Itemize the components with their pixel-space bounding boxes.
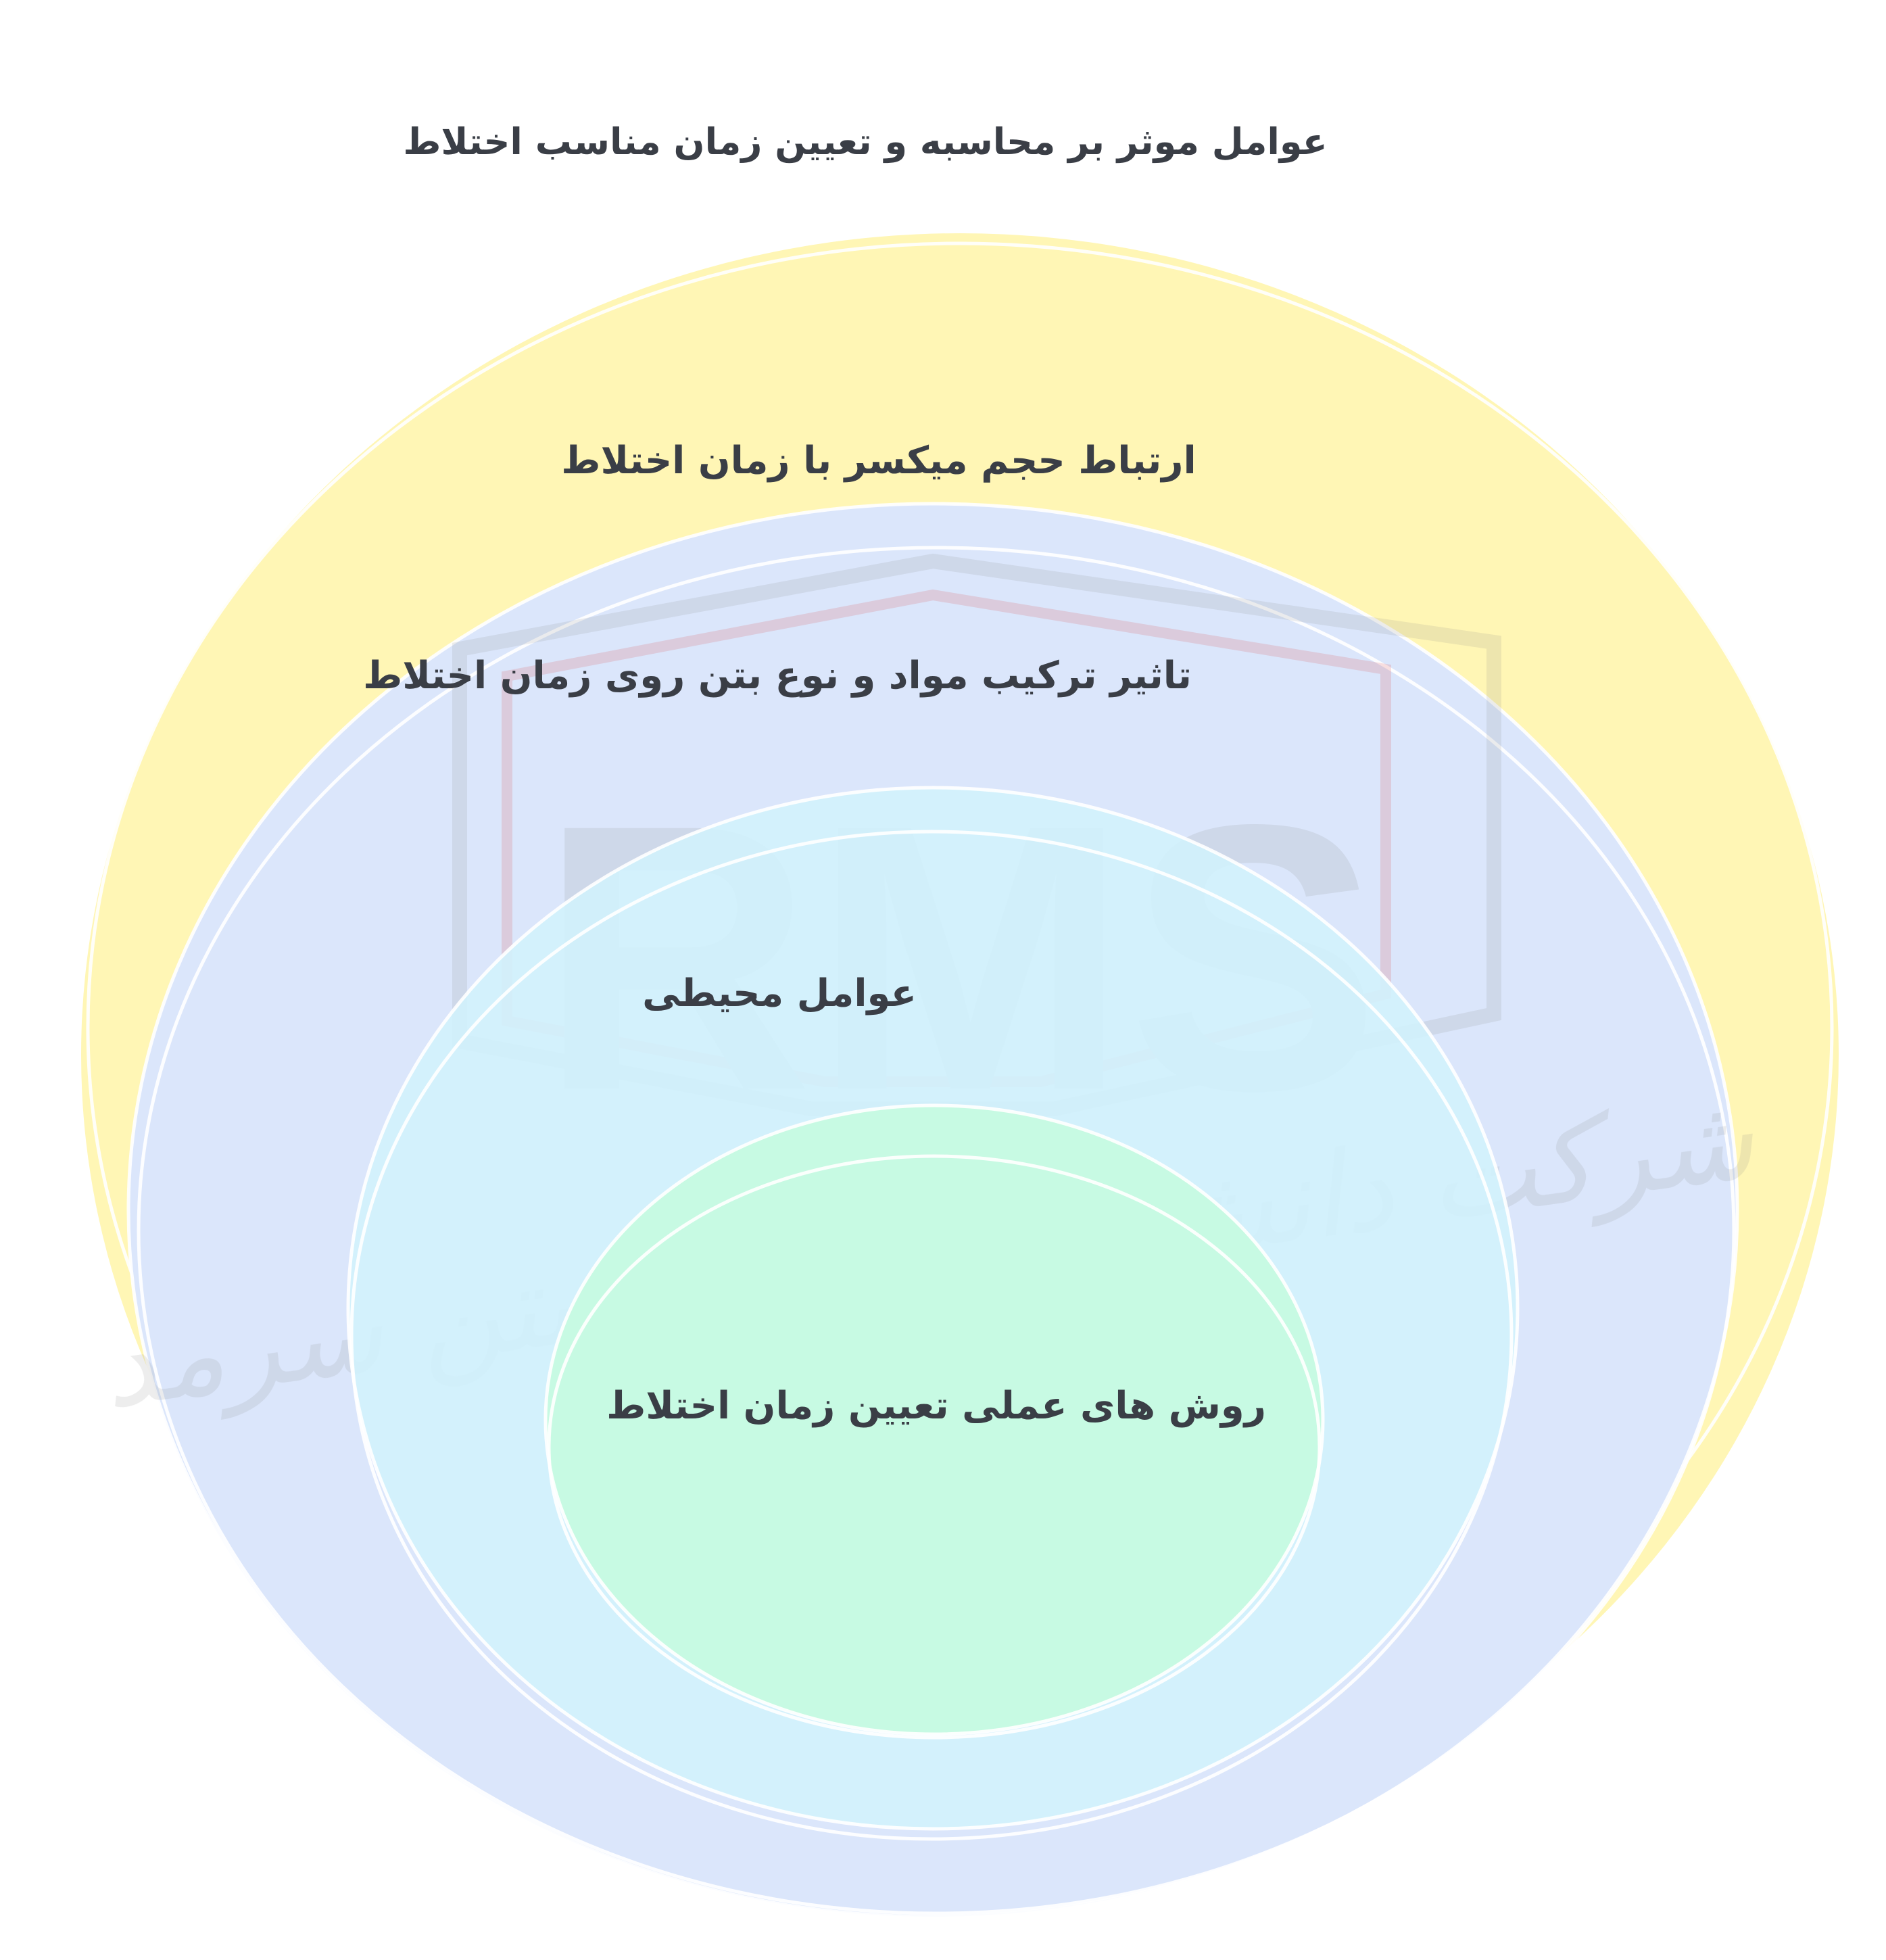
layer-third-ring-b [349,830,1514,1841]
layer-second-ring-b [137,546,1736,1915]
layer-third-ring-a [346,786,1520,1831]
layer-inner-label: روش های عملی تعیین زمان اختلاط [606,1384,1266,1428]
layer-third-label: عوامل محیطی [642,972,917,1015]
layer-inner [543,1103,1325,1740]
layer-inner-ring-b [547,1154,1322,1740]
layer-second-label: تاثیر ترکیب مواد و نوع بتن روی زمان اختل… [363,654,1192,698]
layer-outer-label: ارتباط حجم میکسر با زمان اختلاط [561,439,1196,483]
layer-inner-ring-a [543,1103,1325,1736]
layer-inner-fill [546,1105,1323,1734]
diagram-title: عوامل موثر بر محاسبه و تعیین زمان مناسب … [403,120,1327,163]
layer-second-ring-a [126,502,1739,1919]
